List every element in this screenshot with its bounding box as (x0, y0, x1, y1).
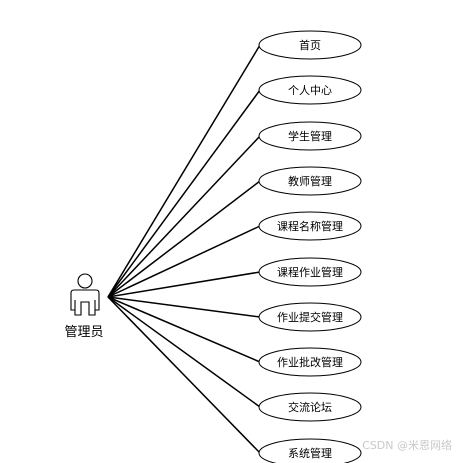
association-line (107, 296, 261, 408)
use-case-label: 交流论坛 (288, 400, 332, 414)
association-lines (107, 44, 261, 454)
use-case-ellipse (258, 438, 362, 463)
use-case-label: 学生管理 (288, 129, 332, 143)
use-case: 作业批改管理 (258, 347, 362, 377)
use-case: 首页 (258, 30, 362, 60)
association-line (107, 44, 261, 298)
use-case-ellipse (258, 302, 362, 332)
use-case: 个人中心 (258, 75, 362, 105)
use-case: 教师管理 (258, 166, 362, 196)
use-case-list: 首页个人中心学生管理教师管理课程名称管理课程作业管理作业提交管理作业批改管理交流… (258, 30, 362, 463)
use-case: 学生管理 (258, 121, 362, 151)
use-case: 作业提交管理 (258, 302, 362, 332)
use-case-label: 教师管理 (288, 174, 332, 188)
use-case: 课程作业管理 (258, 257, 362, 287)
use-case-label: 作业批改管理 (277, 355, 343, 369)
use-case-label: 个人中心 (288, 84, 332, 97)
use-case-label: 作业提交管理 (277, 310, 343, 324)
association-line (107, 225, 261, 298)
actor-head (77, 273, 93, 289)
association-line (107, 296, 261, 454)
use-case-label: 系统管理 (288, 446, 332, 460)
use-case: 交流论坛 (258, 392, 362, 422)
association-line (107, 89, 261, 298)
use-case-ellipse (258, 121, 362, 151)
association-line (107, 271, 261, 298)
use-case: 系统管理 (258, 438, 362, 463)
watermark-text: CSDN @米恩网络 (362, 439, 452, 452)
use-case-ellipse (258, 257, 362, 287)
use-case-label: 课程名称管理 (277, 219, 343, 233)
use-case-ellipse (258, 211, 362, 241)
use-case: 课程名称管理 (258, 211, 362, 241)
use-case-ellipse (258, 392, 362, 422)
actor-label: 管理员 (64, 325, 103, 340)
association-line (107, 296, 261, 318)
association-line (107, 135, 261, 298)
use-case-ellipse (258, 347, 362, 377)
use-case-ellipse (258, 166, 362, 196)
use-case-label: 首页 (299, 38, 321, 52)
use-case-label: 课程作业管理 (277, 265, 343, 279)
association-line (107, 296, 261, 363)
association-line (107, 180, 261, 298)
use-case-ellipse (258, 75, 362, 105)
use-case-ellipse (258, 30, 362, 60)
actor-figure (70, 273, 100, 316)
actor-body (70, 289, 100, 316)
